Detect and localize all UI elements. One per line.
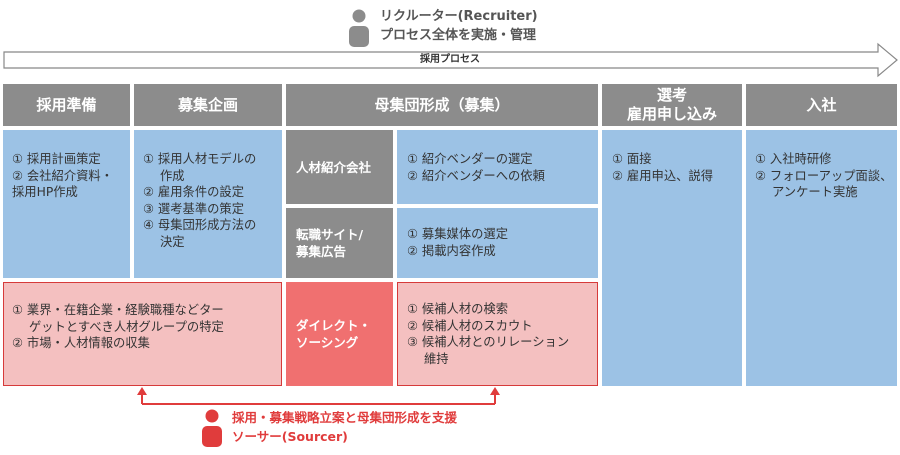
phase-label: 採用準備 bbox=[36, 95, 97, 114]
list-item: ① 募集媒体の選定 bbox=[407, 227, 509, 241]
list-item: ③ 候補人材とのリレーション bbox=[407, 335, 570, 349]
list-item: ② 雇用条件の設定 bbox=[143, 185, 245, 199]
list-item: 作成 bbox=[160, 168, 185, 183]
prep-cell: ① 採用計画策定 ② 会社紹介資料・ 採用HP作成 bbox=[3, 130, 130, 278]
phase-label: 母集団形成（募集） bbox=[374, 95, 510, 114]
job-site-label-line1: 転職サイト/ bbox=[296, 227, 364, 242]
phase-header-recruiting: 母集団形成（募集） bbox=[286, 84, 598, 126]
phase-header-onboarding: 入社 bbox=[746, 84, 897, 126]
phase-header-selection: 選考 雇用申し込み bbox=[602, 84, 742, 126]
agency-label: 人材紹介会社 bbox=[296, 159, 372, 175]
phase-label: 募集企画 bbox=[177, 95, 238, 114]
agency-tasks-cell: ① 紹介ベンダーの選定 ② 紹介ベンダーへの依頼 bbox=[397, 130, 598, 204]
recruiter-person-icon bbox=[349, 9, 369, 47]
direct-sourcing-label-cell: ダイレクト・ ソーシング bbox=[286, 282, 393, 386]
list-item: 維持 bbox=[424, 351, 449, 366]
list-item: ② フォローアップ面談、 bbox=[755, 168, 893, 183]
phase-label-line2: 雇用申し込み bbox=[626, 105, 717, 123]
list-item: ② 市場・人材情報の収集 bbox=[12, 336, 150, 350]
list-item: 決定 bbox=[160, 234, 185, 249]
sourcer-person-icon bbox=[202, 409, 222, 447]
recruiter-subtitle: プロセス全体を実施・管理 bbox=[380, 28, 537, 43]
list-item: ① 採用人材モデルの bbox=[143, 152, 257, 166]
list-item: ② 雇用申込、説得 bbox=[612, 168, 714, 183]
phase-header-planning: 募集企画 bbox=[134, 84, 282, 126]
job-site-tasks-cell: ① 募集媒体の選定 ② 掲載内容作成 bbox=[397, 208, 598, 278]
job-site-label-line2: 募集広告 bbox=[296, 244, 347, 259]
sourcer-title: 採用・募集戦略立案と母集団形成を支援 bbox=[232, 410, 458, 425]
list-item: ② 掲載内容作成 bbox=[407, 243, 496, 258]
phase-label: 入社 bbox=[806, 95, 837, 114]
list-item: ① 業界・在籍企業・経験職種などター bbox=[12, 303, 224, 317]
recruiter-title: リクルーター(Recruiter) bbox=[380, 9, 538, 24]
planning-cell: ① 採用人材モデルの 作成 ② 雇用条件の設定 ③ 選考基準の策定 ④ 母集団形… bbox=[134, 130, 282, 278]
list-item: ゲットとすべき人材グループの特定 bbox=[29, 319, 224, 334]
list-item: ① 面接 bbox=[612, 152, 652, 166]
list-item: ② 会社紹介資料・ bbox=[12, 168, 114, 183]
list-item: ② 候補人材のスカウト bbox=[407, 318, 533, 333]
sourcer-subtitle: ソーサー(Sourcer) bbox=[232, 429, 348, 444]
phase-header-prep: 採用準備 bbox=[3, 84, 130, 126]
agency-label-cell: 人材紹介会社 bbox=[286, 130, 393, 204]
job-site-label-cell: 転職サイト/ 募集広告 bbox=[286, 208, 393, 278]
direct-sourcing-label-line2: ソーシング bbox=[296, 335, 359, 350]
list-item: ① 入社時研修 bbox=[755, 152, 832, 166]
list-item: ① 候補人材の検索 bbox=[407, 302, 509, 316]
list-item: ② 紹介ベンダーへの依頼 bbox=[407, 168, 545, 183]
direct-sourcing-tasks-cell: ① 候補人材の検索 ② 候補人材のスカウト ③ 候補人材とのリレーション 維持 bbox=[397, 282, 598, 386]
list-item: ④ 母集団形成方法の bbox=[143, 218, 257, 232]
direct-sourcing-label-line1: ダイレクト・ bbox=[296, 318, 372, 333]
phase-label-line1: 選考 bbox=[656, 86, 687, 104]
list-item: ① 採用計画策定 bbox=[12, 152, 101, 166]
process-arrow bbox=[3, 42, 898, 78]
list-item: 採用HP作成 bbox=[12, 185, 78, 199]
research-cell: ① 業界・在籍企業・経験職種などター ゲットとすべき人材グループの特定 ② 市場… bbox=[3, 282, 282, 386]
sourcer-scope-bracket bbox=[137, 387, 500, 405]
process-arrow-label: 採用プロセス bbox=[420, 54, 480, 65]
list-item: アンケート実施 bbox=[772, 185, 858, 199]
selection-cell: ① 面接 ② 雇用申込、説得 bbox=[602, 130, 742, 386]
onboarding-cell: ① 入社時研修 ② フォローアップ面談、 アンケート実施 bbox=[746, 130, 897, 386]
list-item: ① 紹介ベンダーの選定 bbox=[407, 152, 533, 166]
list-item: ③ 選考基準の策定 bbox=[143, 201, 245, 216]
